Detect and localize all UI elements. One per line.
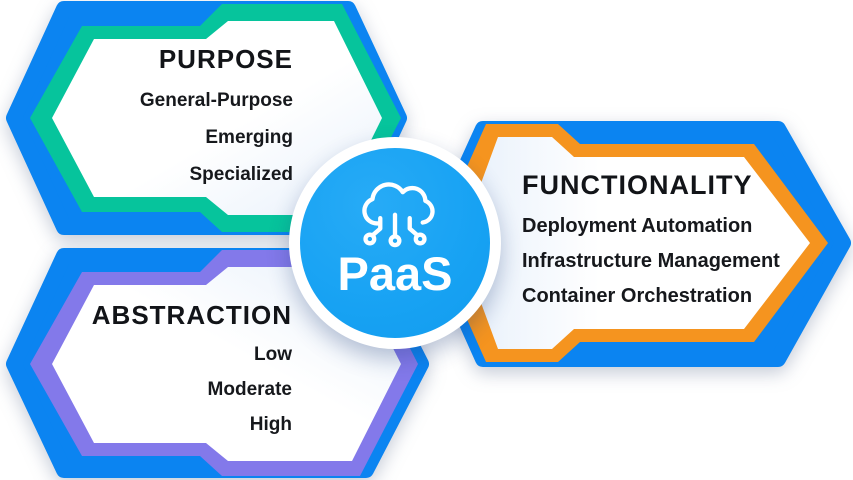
purpose-item: Emerging bbox=[205, 127, 293, 148]
functionality-item: Deployment Automation bbox=[522, 215, 753, 237]
cloud-circuit-icon bbox=[362, 182, 435, 248]
functionality-item: Container Orchestration bbox=[522, 285, 753, 307]
abstraction-item: High bbox=[249, 414, 292, 435]
abstraction-item: Low bbox=[254, 344, 292, 365]
purpose-item: Specialized bbox=[189, 164, 294, 185]
section-purpose: PURPOSE General-Purpose Emerging Special… bbox=[40, 44, 293, 185]
paas-label: PaaS bbox=[337, 247, 453, 300]
paas-circle-inner: PaaS bbox=[300, 148, 490, 338]
functionality-title: FUNCTIONALITY bbox=[522, 170, 753, 200]
purpose-title: PURPOSE bbox=[158, 44, 293, 74]
section-functionality: FUNCTIONALITY Deployment Automation Infr… bbox=[522, 170, 802, 306]
functionality-item: Infrastructure Management bbox=[522, 250, 780, 272]
section-abstraction: ABSTRACTION Low Moderate High bbox=[40, 300, 292, 435]
abstraction-item: Moderate bbox=[207, 379, 292, 400]
paas-circle-badge: PaaS bbox=[289, 137, 501, 349]
purpose-hexagon-inner bbox=[52, 21, 382, 215]
abstraction-hexagon-inner bbox=[52, 267, 401, 461]
functionality-hexagon-inner bbox=[459, 137, 810, 349]
abstraction-title: ABSTRACTION bbox=[91, 300, 292, 330]
abstraction-hexagon bbox=[6, 248, 429, 478]
purpose-item: General-Purpose bbox=[139, 90, 293, 111]
purpose-hexagon bbox=[6, 1, 407, 235]
functionality-hexagon bbox=[423, 121, 851, 367]
